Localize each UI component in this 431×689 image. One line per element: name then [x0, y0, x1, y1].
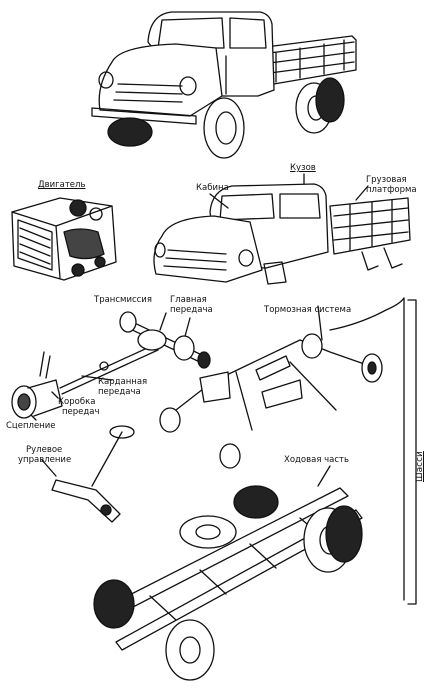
body-illustration — [153, 183, 411, 285]
leader-lines — [25, 173, 369, 487]
label-body: Кузов — [290, 163, 316, 173]
label-brake-system: Тормозная система — [264, 305, 352, 315]
label-running-gear: Ходовая часть — [284, 455, 349, 465]
label-gearbox-2: передач — [62, 407, 100, 417]
running-gear-illustration — [93, 485, 363, 681]
label-chassis: Шасси — [415, 451, 425, 482]
label-steering-2: управление — [18, 455, 72, 465]
steering-illustration — [51, 425, 135, 523]
label-propshaft-2: передача — [98, 387, 141, 397]
assembled-truck-illustration — [91, 11, 357, 159]
label-cargo-platform-2: платформа — [366, 185, 417, 195]
label-gearbox-1: Коробка — [58, 397, 96, 407]
label-propshaft-1: Карданная — [98, 377, 148, 387]
transmission-illustration — [11, 311, 211, 419]
label-final-drive-1: Главная — [170, 295, 207, 305]
label-clutch: Сцепление — [6, 421, 56, 431]
label-engine: Двигатель — [38, 180, 86, 190]
label-final-drive-2: передача — [170, 305, 213, 315]
label-cargo-platform-1: Грузовая — [366, 175, 407, 185]
label-transmission: Трансмиссия — [94, 295, 152, 305]
engine-illustration — [11, 197, 117, 281]
brake-system-illustration — [159, 297, 405, 601]
label-steering-1: Рулевое — [26, 445, 63, 455]
label-cabin: Кабина — [196, 183, 229, 193]
chassis-bracket — [407, 299, 417, 605]
